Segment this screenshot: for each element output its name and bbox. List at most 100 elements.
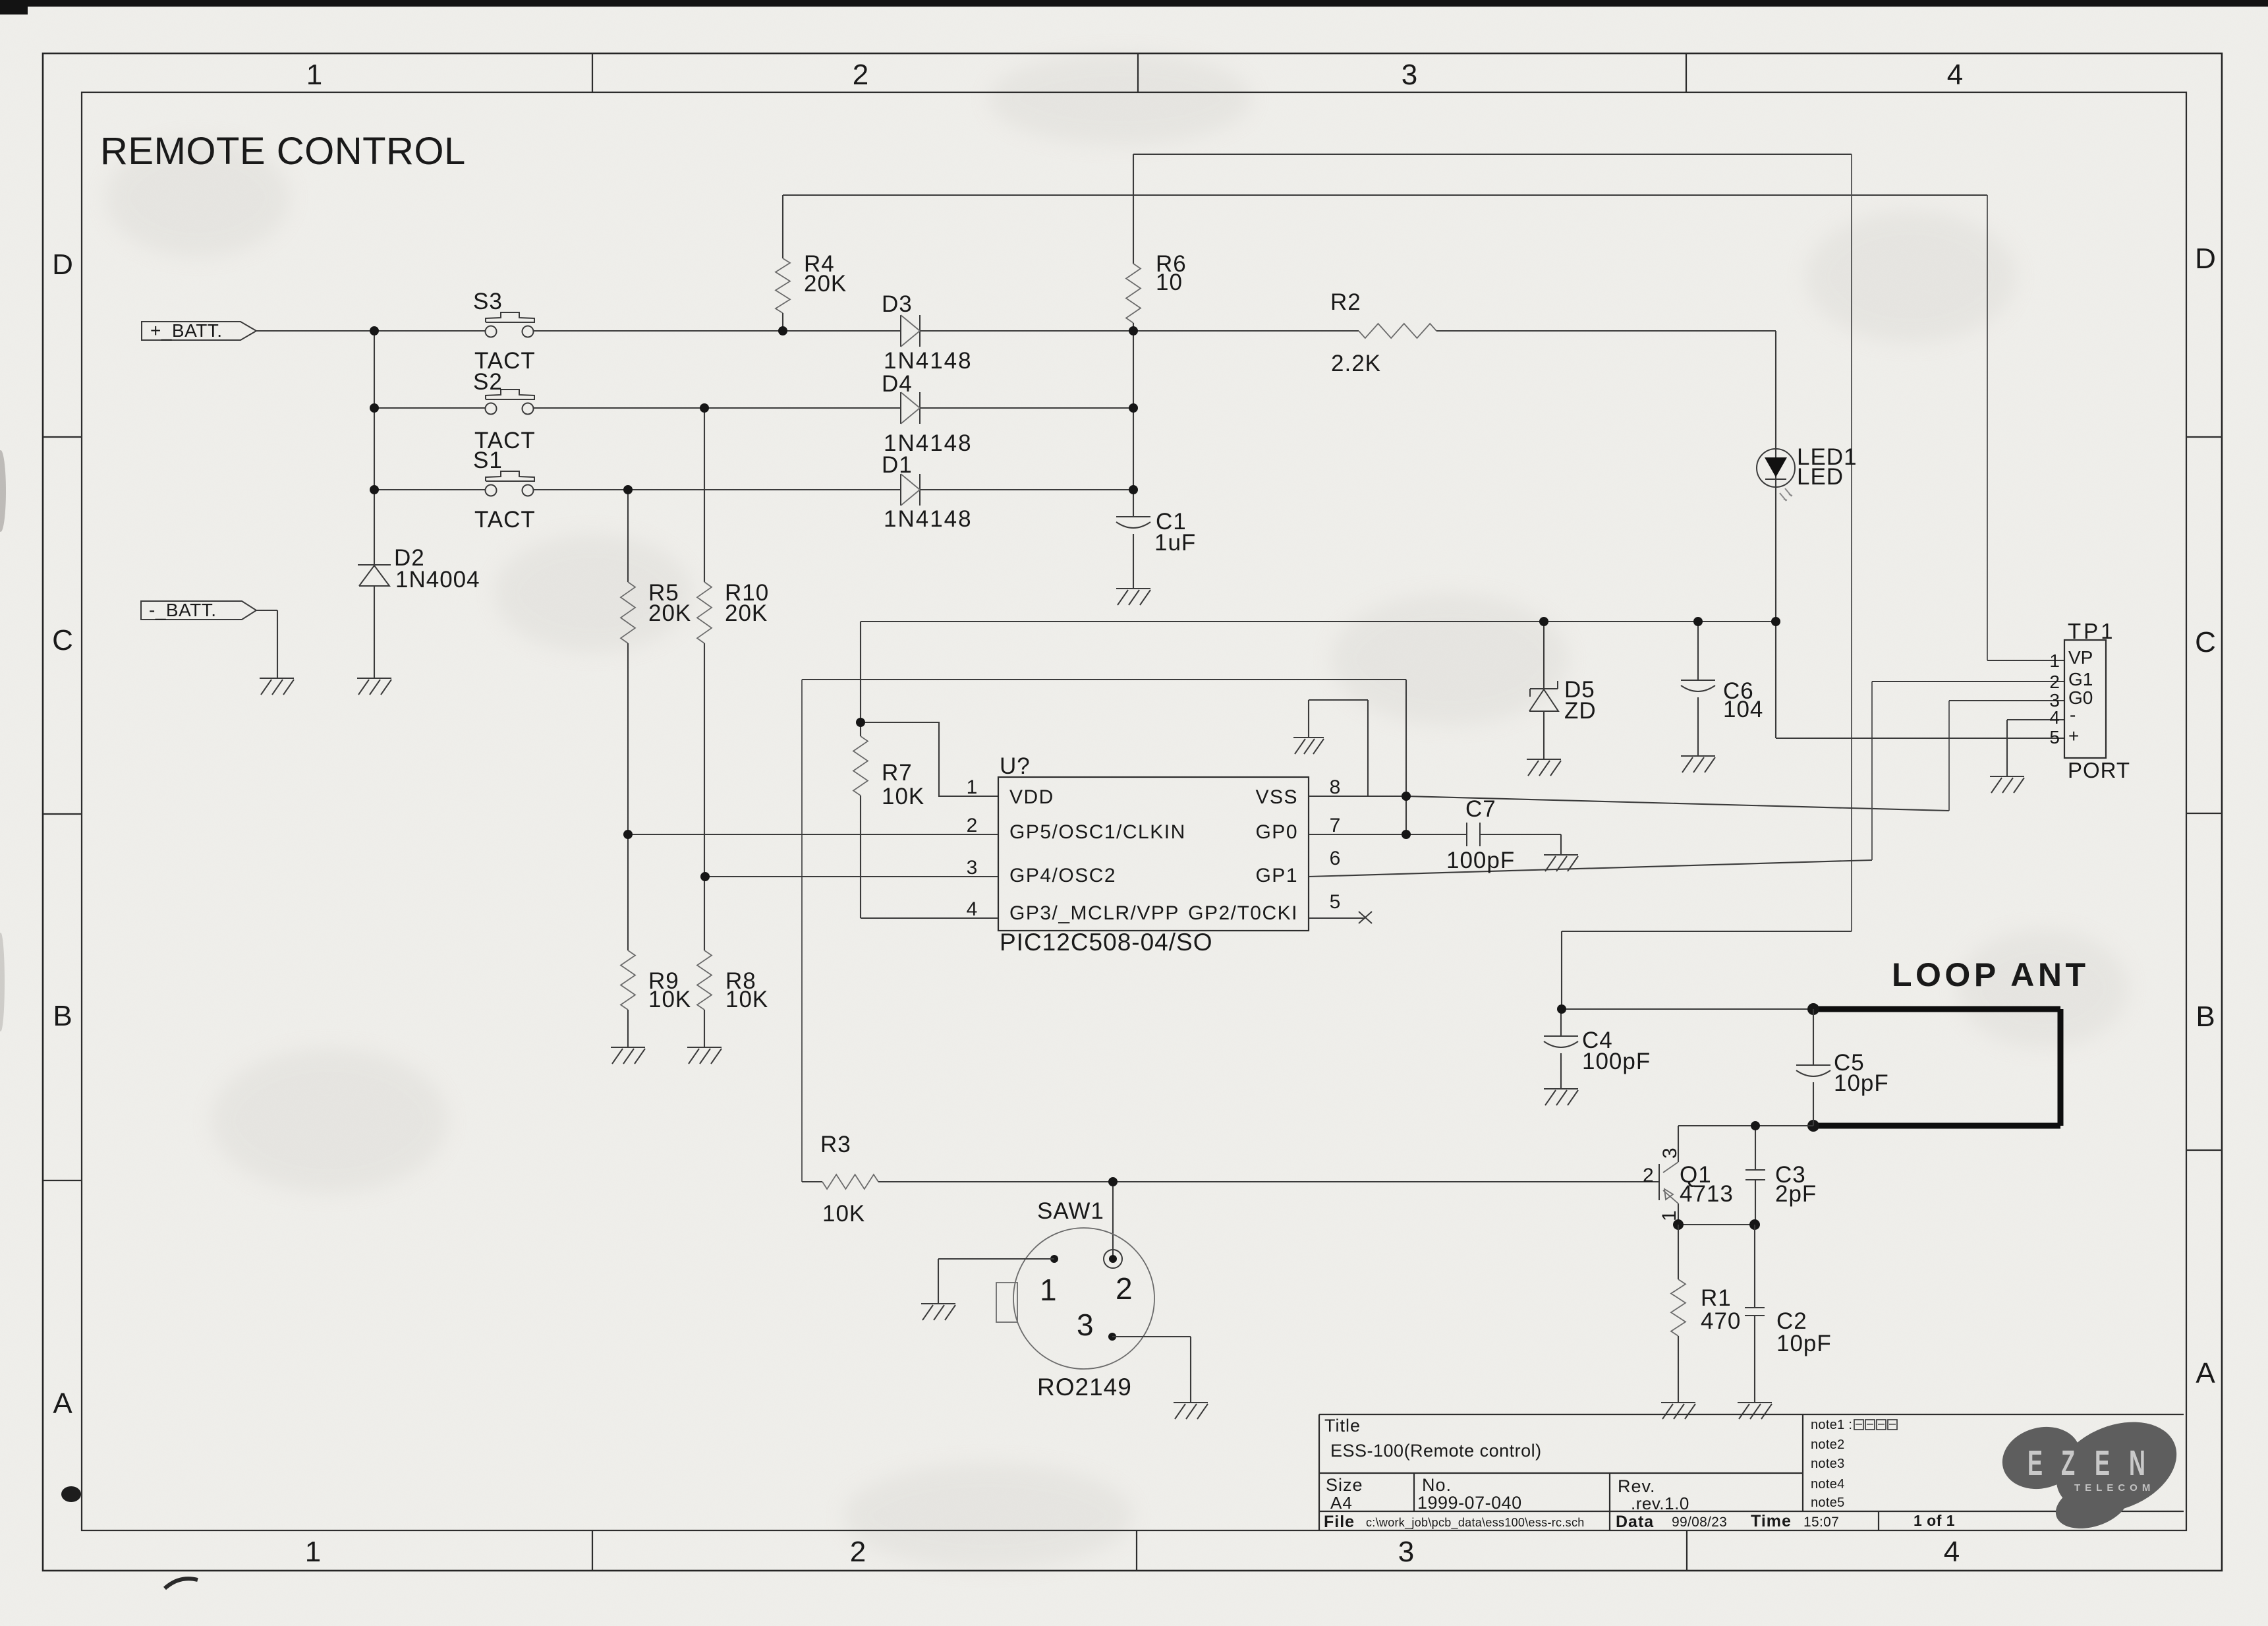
svg-text:B: B	[53, 1000, 72, 1032]
svg-text:Time: Time	[1751, 1512, 1792, 1530]
svg-text:B: B	[2196, 1001, 2215, 1033]
svg-text:R9: R9	[648, 968, 679, 994]
svg-text:10K: 10K	[725, 987, 768, 1012]
svg-text:Rev.: Rev.	[1618, 1476, 1656, 1496]
svg-text:Z: Z	[2061, 1443, 2075, 1483]
svg-text:99/08/23: 99/08/23	[1672, 1515, 1727, 1530]
svg-text:TACT: TACT	[474, 507, 536, 533]
svg-text:3: 3	[1659, 1147, 1681, 1159]
svg-text:G1: G1	[2068, 669, 2093, 689]
svg-text:PORT: PORT	[2068, 758, 2130, 782]
svg-text:File: File	[1324, 1513, 1355, 1531]
svg-text:10K: 10K	[882, 784, 924, 809]
svg-text:note3: note3	[1811, 1457, 1845, 1471]
svg-text:R10: R10	[725, 580, 769, 606]
svg-text:SAW1: SAW1	[1037, 1198, 1104, 1224]
svg-text:1: 1	[2049, 651, 2060, 671]
svg-text:R6: R6	[1156, 251, 1187, 277]
svg-text:D: D	[52, 248, 73, 281]
svg-text:15:07: 15:07	[1803, 1515, 1839, 1530]
svg-text:3: 3	[967, 857, 978, 879]
svg-text:TELECOM: TELECOM	[2074, 1482, 2155, 1494]
svg-text:TACT: TACT	[474, 428, 536, 453]
svg-text:100pF: 100pF	[1446, 848, 1515, 873]
svg-text:8: 8	[1330, 776, 1341, 798]
svg-text:3: 3	[2049, 690, 2060, 711]
svg-text:10pF: 10pF	[1776, 1331, 1832, 1356]
svg-text:-_BATT.: -_BATT.	[149, 600, 217, 620]
svg-text:2: 2	[1643, 1165, 1654, 1186]
svg-text:note5: note5	[1811, 1495, 1845, 1510]
svg-text:2: 2	[967, 815, 978, 836]
svg-text:R8: R8	[725, 968, 756, 994]
svg-text:5: 5	[2049, 727, 2060, 747]
svg-text:PIC12C508-04/SO: PIC12C508-04/SO	[1000, 929, 1213, 956]
svg-text:7: 7	[1330, 815, 1341, 836]
svg-text:GP2/T0CKI: GP2/T0CKI	[1188, 902, 1298, 924]
svg-text:2: 2	[1116, 1271, 1133, 1306]
svg-text:1N4004: 1N4004	[395, 567, 480, 593]
svg-text:1: 1	[305, 1536, 321, 1568]
svg-text:C1: C1	[1156, 509, 1187, 535]
svg-text:A: A	[53, 1387, 72, 1420]
svg-text:104: 104	[1723, 697, 1763, 722]
svg-text:note4: note4	[1811, 1477, 1845, 1492]
svg-text:R2: R2	[1330, 289, 1361, 315]
svg-text:c:\work_job\pcb_data\ess100\es: c:\work_job\pcb_data\ess100\ess-rc.sch	[1366, 1516, 1585, 1530]
svg-text:C7: C7	[1465, 796, 1496, 822]
svg-text:GP4/OSC2: GP4/OSC2	[1009, 865, 1116, 886]
svg-text:LOOP ANT: LOOP ANT	[1892, 956, 2089, 993]
svg-text:RO2149: RO2149	[1037, 1374, 1132, 1401]
svg-text:+: +	[2068, 726, 2079, 746]
svg-text:1999-07-040: 1999-07-040	[1417, 1493, 1522, 1513]
svg-text:1: 1	[1040, 1273, 1057, 1307]
svg-text:S2: S2	[473, 369, 503, 395]
svg-text:E: E	[2027, 1443, 2043, 1483]
svg-text:1: 1	[306, 59, 322, 91]
svg-text:note1 :: note1 :	[1811, 1418, 1852, 1432]
svg-text:3: 3	[1402, 59, 1417, 91]
svg-text:10: 10	[1156, 270, 1183, 295]
svg-text:20K: 20K	[725, 600, 768, 626]
svg-text:1N4148: 1N4148	[884, 506, 973, 532]
svg-text:R4: R4	[804, 251, 835, 277]
svg-text:-: -	[2070, 705, 2076, 725]
svg-text:GP0: GP0	[1255, 821, 1298, 843]
svg-text:note2: note2	[1811, 1437, 1845, 1452]
svg-text:R1: R1	[1701, 1285, 1732, 1311]
svg-text:2: 2	[2049, 672, 2060, 692]
svg-text:No.: No.	[1422, 1475, 1452, 1495]
svg-text:D2: D2	[394, 545, 425, 571]
svg-text:S3: S3	[473, 289, 503, 314]
svg-text:+_BATT.: +_BATT.	[150, 320, 223, 341]
svg-text:5: 5	[1330, 891, 1341, 913]
svg-text:6: 6	[1330, 848, 1341, 869]
svg-text:D5: D5	[1564, 677, 1595, 703]
svg-text:VSS: VSS	[1255, 786, 1298, 808]
svg-text:4: 4	[2049, 707, 2060, 728]
svg-text:R7: R7	[882, 760, 913, 786]
svg-text:4713: 4713	[1680, 1181, 1734, 1207]
svg-text:C3: C3	[1775, 1162, 1806, 1188]
svg-text:100pF: 100pF	[1582, 1049, 1651, 1074]
svg-text:20K: 20K	[804, 271, 847, 297]
svg-text:VDD: VDD	[1009, 786, 1054, 808]
svg-text:LED1: LED1	[1797, 444, 1857, 470]
svg-text:D3: D3	[882, 291, 913, 317]
svg-text:G0: G0	[2068, 687, 2093, 708]
svg-text:D4: D4	[882, 371, 913, 397]
svg-text:2: 2	[853, 59, 868, 91]
svg-text:D: D	[2195, 243, 2216, 275]
svg-text:1N4148: 1N4148	[884, 430, 973, 456]
svg-text:4: 4	[1947, 59, 1963, 91]
svg-text:C2: C2	[1776, 1308, 1807, 1334]
svg-text:10pF: 10pF	[1834, 1070, 1889, 1096]
svg-text:3: 3	[1077, 1308, 1094, 1342]
svg-text:TACT: TACT	[474, 348, 536, 374]
svg-text:.rev.1.0: .rev.1.0	[1631, 1494, 1689, 1513]
svg-text:LED: LED	[1797, 464, 1844, 490]
svg-text:470: 470	[1701, 1308, 1741, 1334]
svg-text:10K: 10K	[822, 1201, 865, 1227]
svg-text:2.2K: 2.2K	[1331, 351, 1381, 376]
svg-text:U?: U?	[1000, 753, 1031, 779]
